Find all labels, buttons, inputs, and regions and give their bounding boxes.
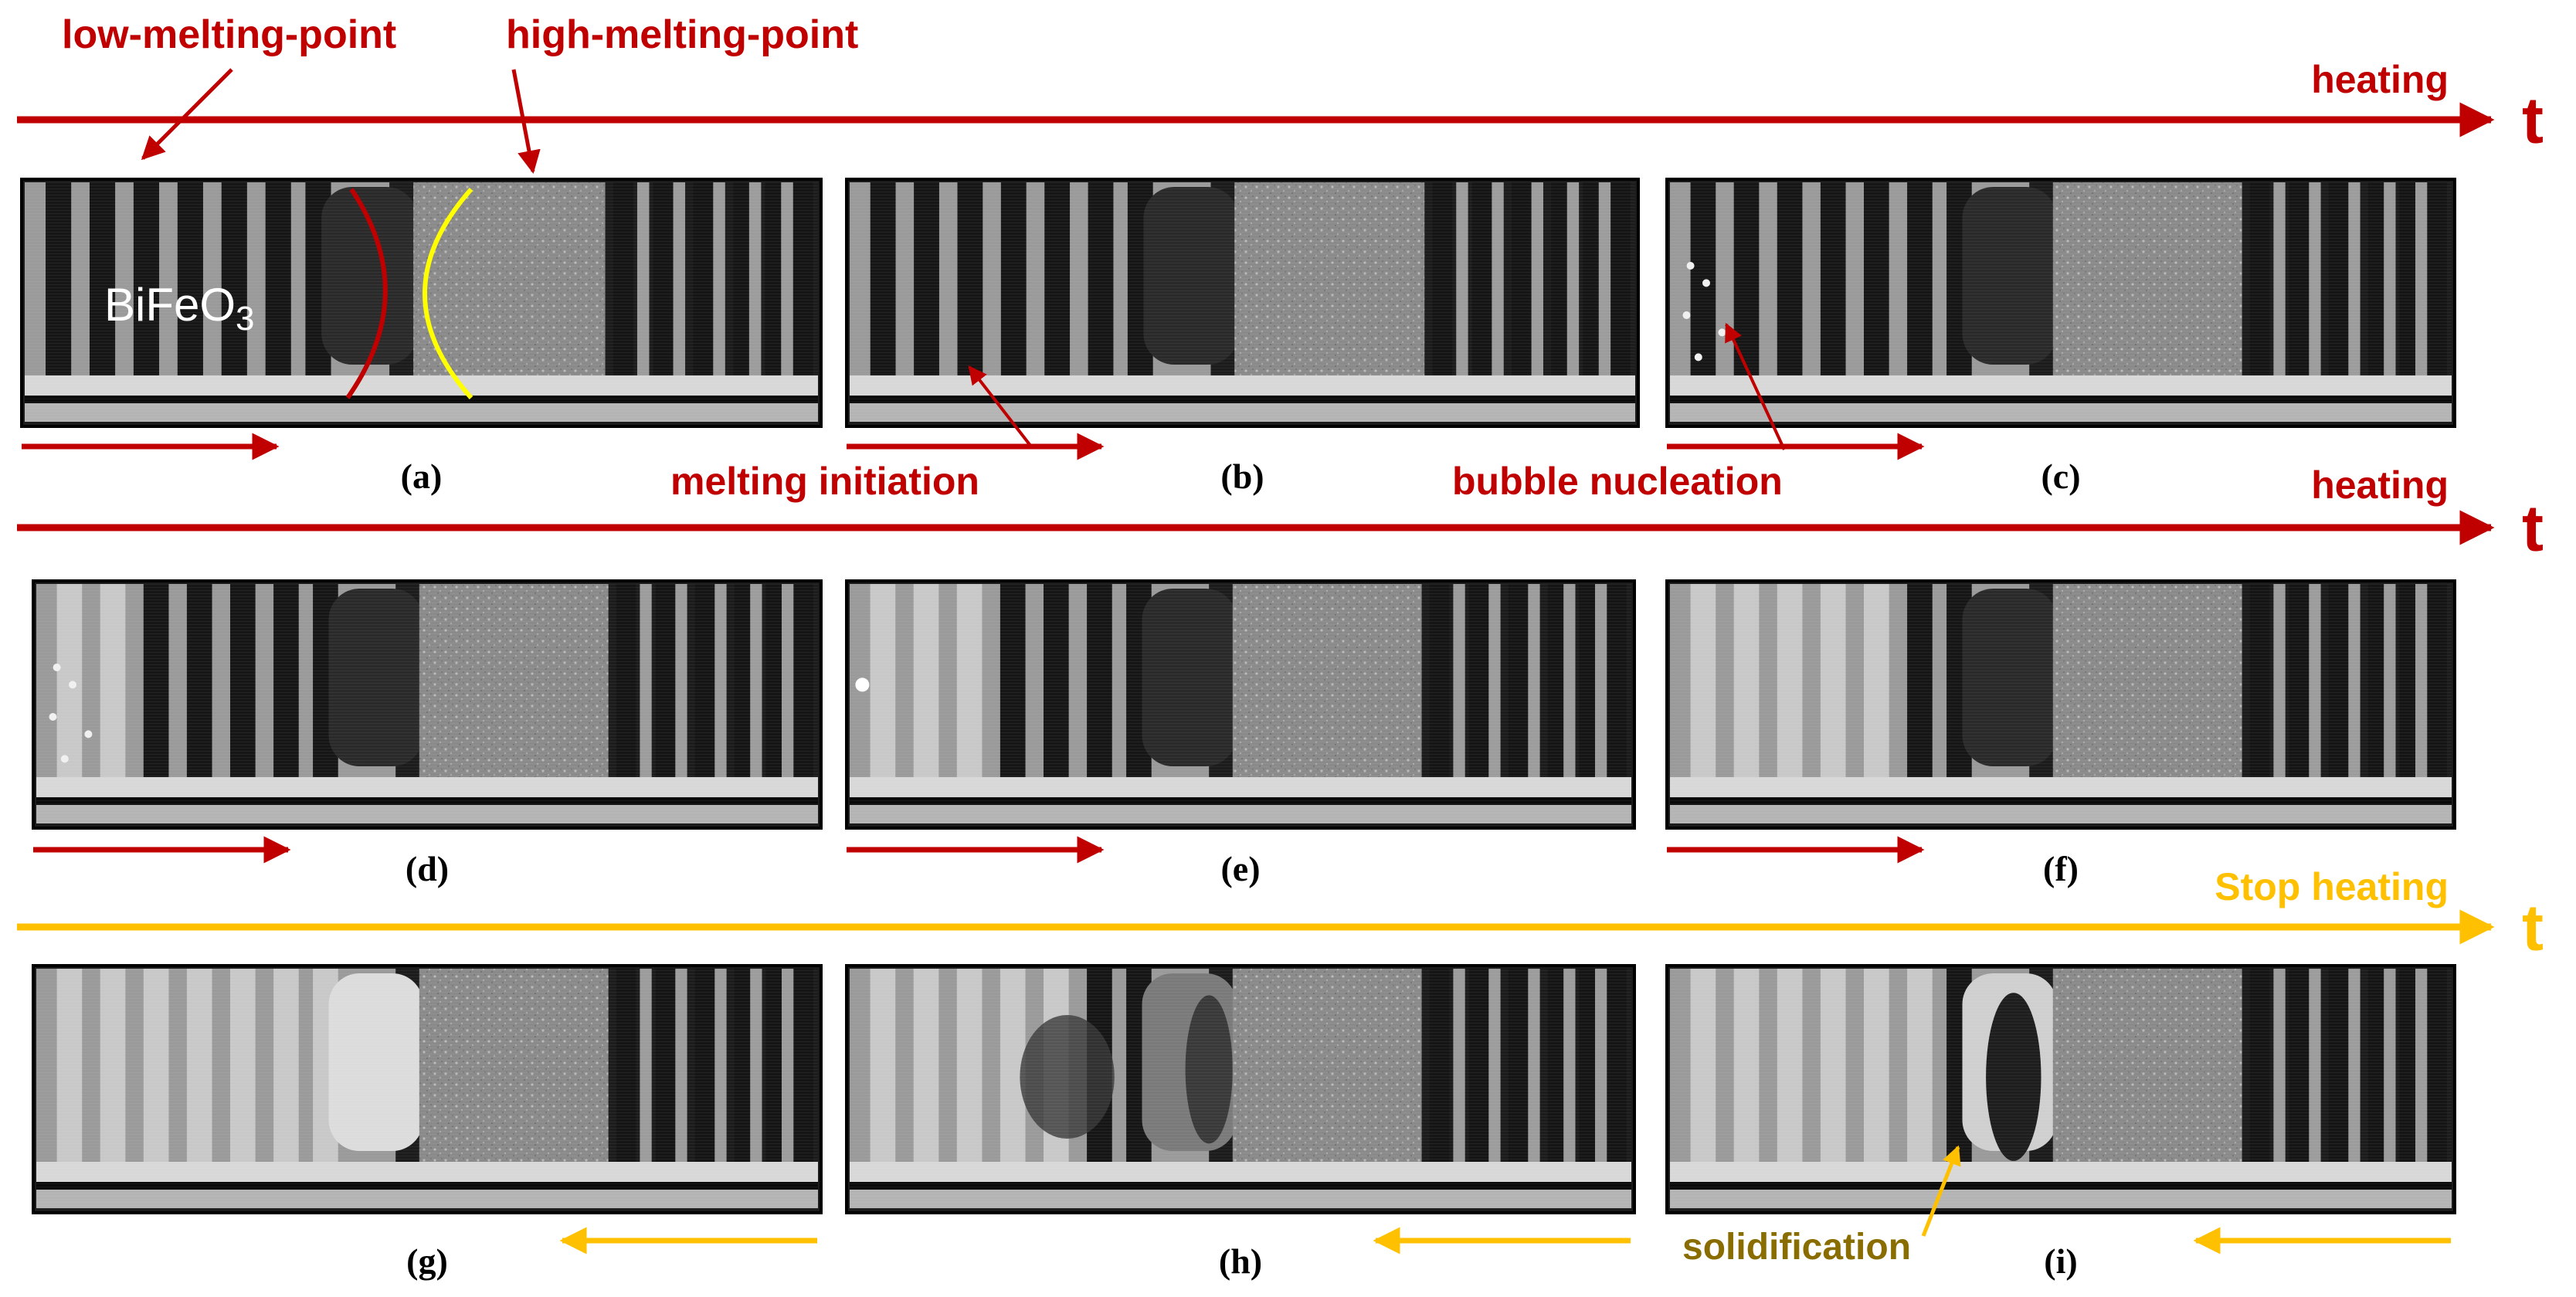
bubble-nucleation-label: bubble nucleation bbox=[1452, 460, 1783, 503]
solidification-pointer bbox=[1921, 1145, 1961, 1237]
time-axis-label: t bbox=[2522, 891, 2544, 964]
panel-label-b: (b) bbox=[1220, 457, 1264, 496]
micrograph-panel-i bbox=[1665, 964, 2456, 1214]
panel-label-i: (i) bbox=[2044, 1241, 2077, 1281]
micrograph-panel-h bbox=[845, 964, 1636, 1214]
micrograph-panel-e bbox=[845, 579, 1636, 830]
low-melting-point-label: low-melting-point bbox=[62, 12, 396, 57]
phase-label: heating bbox=[2311, 463, 2449, 507]
micrograph-panel-g bbox=[32, 964, 823, 1214]
time-axis-label: t bbox=[2522, 492, 2544, 565]
high-melting-point-label: high-melting-point bbox=[506, 12, 858, 57]
solidification-label: solidification bbox=[1682, 1227, 1911, 1268]
low-melting-point-pointer bbox=[141, 68, 233, 161]
panel-label-f: (f) bbox=[2043, 849, 2079, 888]
phase-label: heating bbox=[2311, 58, 2449, 101]
panel-label-g: (g) bbox=[406, 1241, 448, 1281]
micrograph-panel-f bbox=[1665, 579, 2456, 830]
phase-label: Stop heating bbox=[2215, 865, 2449, 908]
melting-initiation-label: melting initiation bbox=[670, 460, 979, 503]
panel-label-a: (a) bbox=[401, 457, 443, 496]
bubble-nucleation-pointer bbox=[1725, 322, 1786, 450]
micrograph-panel-b bbox=[845, 178, 1640, 428]
panel-label-c: (c) bbox=[2041, 457, 2080, 496]
material-label: BiFeO3 bbox=[104, 279, 255, 338]
micrograph-panel-a bbox=[20, 178, 823, 428]
high-melting-point-pointer bbox=[511, 69, 541, 174]
panel-label-d: (d) bbox=[406, 849, 449, 888]
panel-label-e: (e) bbox=[1220, 849, 1260, 888]
high-melting-front-curve bbox=[423, 188, 473, 399]
micrograph-panel-d bbox=[32, 579, 823, 830]
panel-label-h: (h) bbox=[1219, 1241, 1262, 1281]
low-melting-front-curve bbox=[345, 188, 388, 399]
time-axis-label: t bbox=[2522, 84, 2544, 157]
melting-initiation-pointer bbox=[968, 365, 1033, 448]
micrograph-panel-c bbox=[1665, 178, 2456, 428]
